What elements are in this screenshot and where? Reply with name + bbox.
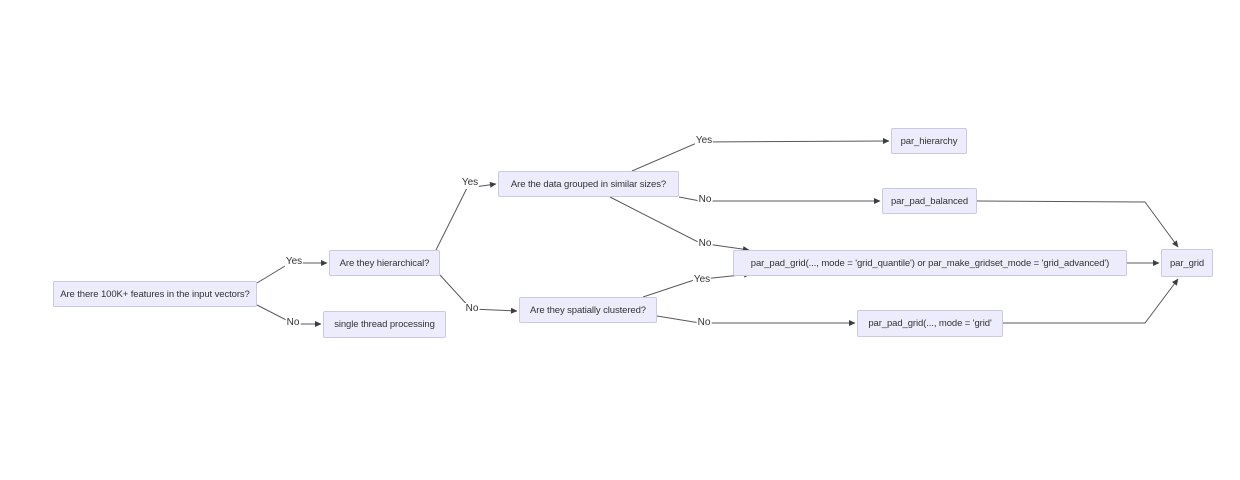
node-par-pad-grid: par_pad_grid(..., mode = 'grid'	[857, 310, 1003, 337]
edge-label-sizes-yes: Yes	[694, 135, 714, 147]
node-q-spatially-clustered: Are they spatially clustered?	[519, 297, 657, 323]
edge-clustered-no-parpadgrid	[656, 315, 856, 326]
node-par-pad-grid-quantile: par_pad_grid(..., mode = 'grid_quantile'…	[733, 250, 1127, 276]
edge-label-clustered-no: No	[696, 317, 712, 329]
node-q-similar-sizes: Are the data grouped in similar sizes?	[498, 171, 679, 197]
edge-sizes-yes-parhierarchy	[631, 138, 890, 172]
edge-parpadbalanced-pargrid	[976, 200, 1179, 248]
edge-label-sizes-no-balanced: No	[697, 194, 713, 206]
node-single-thread: single thread processing	[323, 311, 446, 338]
edge-label-sizes-no-grid: No	[697, 238, 713, 250]
node-q-features: Are there 100K+ features in the input ve…	[53, 281, 257, 307]
edge-label-features-no: No	[285, 317, 301, 329]
edge-sizes-no-gridquantile	[609, 196, 750, 253]
node-par-hierarchy: par_hierarchy	[891, 128, 967, 154]
node-par-pad-balanced: par_pad_balanced	[882, 188, 977, 214]
edge-label-features-yes: Yes	[284, 256, 304, 268]
edge-label-hierarchical-yes: Yes	[460, 177, 480, 189]
edge-label-hierarchical-no: No	[464, 303, 480, 315]
node-q-hierarchical: Are they hierarchical?	[329, 250, 440, 276]
edge-label-clustered-yes: Yes	[692, 274, 712, 286]
node-par-grid: par_grid	[1161, 249, 1213, 277]
edge-hierarchical-yes-sizes	[435, 181, 497, 251]
edge-parpadgrid-pargrid	[1003, 278, 1179, 324]
